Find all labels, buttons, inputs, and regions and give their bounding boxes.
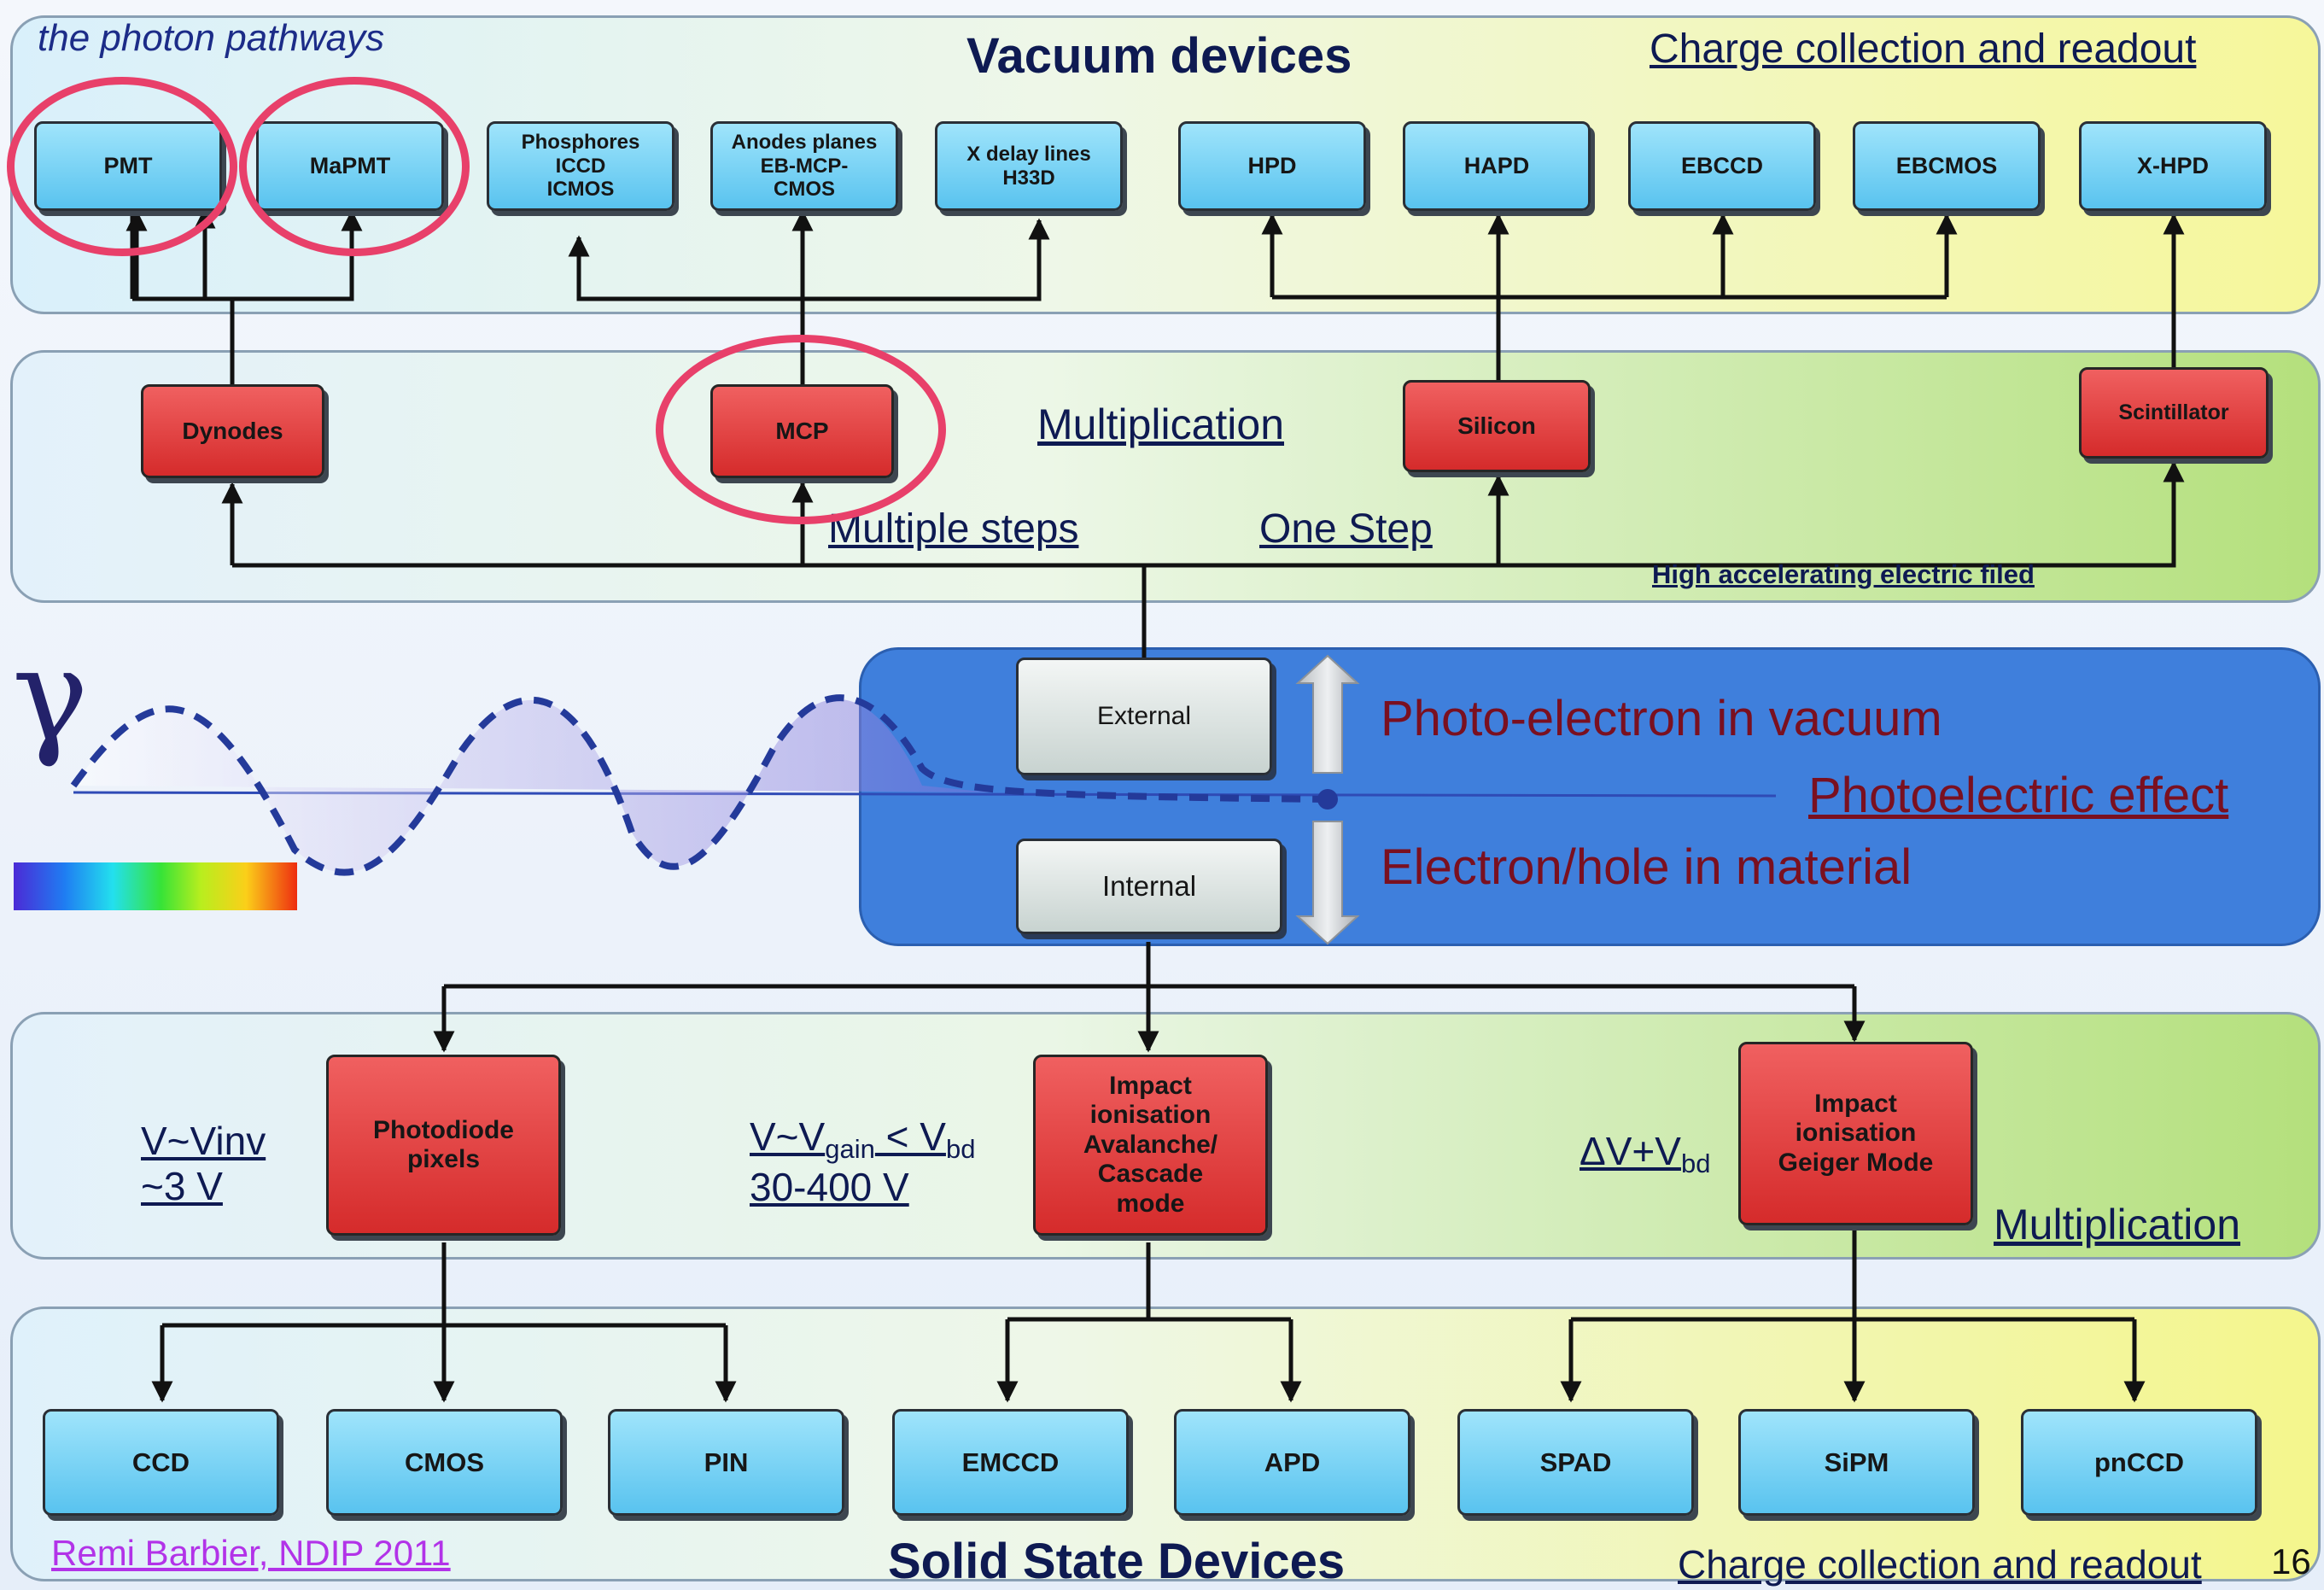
device-emccd: EMCCD <box>892 1409 1129 1516</box>
external-box: External <box>1016 658 1272 775</box>
device-apd: APD <box>1174 1409 1410 1516</box>
formula-vgain-line2: 30-400 V <box>750 1164 909 1209</box>
formula-vgain-part-b: < V <box>874 1114 946 1159</box>
formula-vgain-part-a: V~V <box>750 1114 826 1159</box>
slide-number: 16 <box>2271 1541 2311 1581</box>
mult-scintillator: Scintillator <box>2079 367 2269 459</box>
formula-delta-v-sub-bd: bd <box>1680 1149 1711 1178</box>
device-pin: PIN <box>608 1409 844 1516</box>
multiplication-label-bottom: Multiplication <box>1994 1201 2241 1248</box>
device-spad: SPAD <box>1457 1409 1694 1516</box>
high-field-label: High accelerating electric filed <box>1652 559 2035 589</box>
spectrum-bar <box>14 862 297 910</box>
formula-vgain-sub-bd: bd <box>945 1134 976 1164</box>
up-arrow <box>1295 654 1360 774</box>
box-impact-geiger: Impact ionisation Geiger Mode <box>1738 1042 1973 1225</box>
box-photodiode-pixels: Photodiode pixels <box>326 1055 561 1236</box>
device-anodes-planes: Anodes planes EB-MCP- CMOS <box>710 121 898 211</box>
device-sipm: SiPM <box>1738 1409 1975 1516</box>
device-ebccd: EBCCD <box>1628 121 1816 211</box>
vacuum-devices-title: Vacuum devices <box>966 28 1352 84</box>
electron-hole-text: Electron/hole in material <box>1381 839 1912 895</box>
device-x-hpd: X-HPD <box>2079 121 2267 211</box>
readout-title-top: Charge collection and readout <box>1650 26 2197 72</box>
readout-title-bottom: Charge collection and readout <box>1678 1542 2202 1587</box>
photo-electron-text: Photo-electron in vacuum <box>1381 691 1942 746</box>
gamma-symbol: γ <box>12 622 89 770</box>
device-x-delay-lines: X delay lines H33D <box>935 121 1123 211</box>
interaction-point <box>1317 789 1338 810</box>
wave-shading <box>73 699 990 873</box>
highlight-circle-mcp <box>656 335 946 524</box>
photoelectric-effect-text: Photoelectric effect <box>1808 768 2229 823</box>
one-step-label: One Step <box>1259 506 1433 552</box>
formula-vgain-sub-gain: gain <box>825 1134 875 1164</box>
formula-delta-v-part-a: ΔV+V <box>1580 1129 1681 1173</box>
formula-vinv: V~Vinv ~3 V <box>141 1119 266 1209</box>
device-ebcmos: EBCMOS <box>1853 121 2041 211</box>
solid-state-title: Solid State Devices <box>888 1534 1346 1589</box>
internal-box: Internal <box>1016 839 1282 934</box>
box-impact-avalanche: Impact ionisation Avalanche/ Cascade mod… <box>1033 1055 1268 1236</box>
device-pnccd: pnCCD <box>2021 1409 2257 1516</box>
mult-dynodes: Dynodes <box>141 384 324 478</box>
mult-silicon: Silicon <box>1403 380 1591 472</box>
device-phosphores: Phosphores ICCD ICMOS <box>487 121 674 211</box>
highlight-circle-pmt <box>7 77 237 256</box>
device-ccd: CCD <box>43 1409 279 1516</box>
formula-vinv-line1: V~Vinv <box>141 1119 266 1163</box>
down-arrow <box>1295 821 1360 945</box>
highlight-circle-mapmt <box>239 77 470 256</box>
formula-vgain: V~Vgain < Vbd 30-400 V <box>750 1114 975 1210</box>
formula-delta-v: ΔV+Vbd <box>1580 1129 1710 1179</box>
photon-wave <box>70 694 1328 876</box>
formula-vinv-line2: ~3 V <box>141 1163 223 1208</box>
multiple-steps-label: Multiple steps <box>828 506 1079 552</box>
credit-link[interactable]: Remi Barbier, NDIP 2011 <box>51 1533 451 1573</box>
multiplication-label-top: Multiplication <box>1037 400 1285 448</box>
device-hpd: HPD <box>1178 121 1366 211</box>
header-text: the photon pathways <box>38 17 385 59</box>
connector-lines <box>126 207 2185 1403</box>
multiplication-band-top <box>10 350 2321 603</box>
device-cmos: CMOS <box>326 1409 563 1516</box>
device-hapd: HAPD <box>1403 121 1591 211</box>
